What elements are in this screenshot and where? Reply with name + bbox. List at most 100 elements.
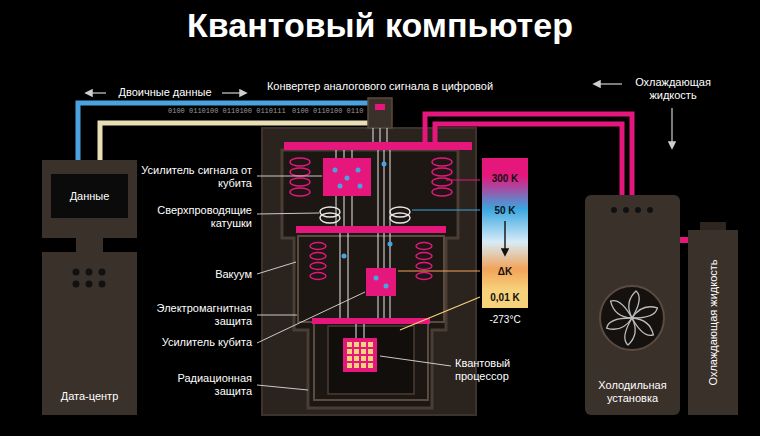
part-label: Электромагнитная защита <box>140 302 252 328</box>
wire <box>380 128 381 142</box>
coil <box>432 188 452 196</box>
vent-dots <box>611 207 653 213</box>
qubit <box>354 349 359 354</box>
cooling-arrow <box>504 221 505 255</box>
wire <box>373 128 374 142</box>
binary-data: 0100 0110100 0110 <box>292 107 367 116</box>
qubit <box>361 349 366 354</box>
wire <box>364 324 365 338</box>
coolant-pipe <box>425 114 632 195</box>
wire <box>340 233 341 318</box>
component-label: Конвертер аналогового сигнала в цифровой <box>255 80 505 93</box>
dot <box>356 168 361 173</box>
dot <box>86 281 93 288</box>
node-label: Дата-центр <box>61 390 119 403</box>
flow-label: Охлаждающая жидкость <box>628 76 718 102</box>
leader-line <box>257 315 297 316</box>
coil <box>416 273 432 280</box>
data-center-neck <box>76 238 103 252</box>
refrigerator-body <box>585 195 680 415</box>
blade <box>607 298 636 321</box>
dot <box>345 176 350 181</box>
coil <box>320 213 340 223</box>
part-label: Вакуум <box>140 268 252 281</box>
qubit <box>354 356 359 361</box>
coil <box>416 263 432 270</box>
temperature-value: ΔK <box>482 265 528 278</box>
node-label: Холодильная установка <box>589 379 676 405</box>
superconducting-coils <box>320 207 410 223</box>
dot <box>99 269 106 276</box>
coolant-tank: Охлаждающая жидкость <box>688 230 738 415</box>
part-label: Сверхпроводящие катушки <box>140 204 252 230</box>
binary-data: 0100 0110100 0110100 0110111 <box>168 107 293 116</box>
leader-line <box>257 176 322 177</box>
coil <box>290 178 310 186</box>
dot <box>635 207 641 213</box>
temperature-value: 0,01 K <box>482 291 528 304</box>
temperature-leader <box>398 270 480 271</box>
part-label: Радиационная защита <box>140 372 252 398</box>
signal-amplifier <box>323 158 371 196</box>
dot <box>333 168 338 173</box>
leader-line <box>380 356 451 366</box>
qubit <box>347 349 352 354</box>
coil <box>416 243 432 250</box>
blade <box>630 302 659 325</box>
coil <box>432 178 452 186</box>
direction-arrow <box>222 92 246 93</box>
dot <box>73 281 80 288</box>
chip-grid <box>347 342 373 368</box>
data-center-body <box>42 252 137 415</box>
qubit <box>347 363 352 368</box>
wire <box>387 128 388 142</box>
title: Квантовый компьютер <box>0 5 760 45</box>
coil <box>310 273 326 280</box>
leader-lines <box>257 176 451 390</box>
coil <box>290 168 310 176</box>
coil <box>432 158 452 166</box>
flow-label: Двоичные данные <box>110 86 220 99</box>
dot <box>388 242 393 247</box>
direction-arrow <box>86 92 106 93</box>
qubit <box>347 342 352 347</box>
dot <box>338 184 343 189</box>
dot <box>358 184 363 189</box>
leader-line <box>257 213 319 214</box>
coil <box>416 253 432 260</box>
data-center-top <box>42 160 137 238</box>
leader-line <box>257 262 296 274</box>
qubit <box>368 363 373 368</box>
cold-plate <box>284 142 472 150</box>
temperature-value: -273°C <box>480 313 530 326</box>
dot <box>623 207 629 213</box>
node-label: Охлаждающая жидкость <box>707 259 720 385</box>
temperature-value: 300 K <box>482 172 528 185</box>
qubit-amplifier <box>366 268 396 296</box>
vacuum-chamber <box>328 326 414 394</box>
data-screen: Данные <box>51 174 128 218</box>
cold-plate <box>296 226 446 233</box>
coil <box>290 188 310 196</box>
fan <box>600 286 664 350</box>
coil <box>432 168 452 176</box>
dot <box>73 269 80 276</box>
leader-line <box>257 292 365 343</box>
qubit <box>354 363 359 368</box>
qubit <box>347 356 352 361</box>
converter-detail <box>375 104 385 110</box>
dot <box>374 276 379 281</box>
radiation-shield <box>282 150 458 408</box>
part-label: Усилитель сигнала от кубита <box>140 164 252 190</box>
dot <box>647 207 653 213</box>
blade <box>605 312 634 335</box>
adc-converter <box>368 98 392 128</box>
temperature-value: 50 K <box>482 204 528 217</box>
wire <box>356 324 357 338</box>
coil <box>390 213 410 223</box>
qubit <box>368 356 373 361</box>
dot <box>611 207 617 213</box>
